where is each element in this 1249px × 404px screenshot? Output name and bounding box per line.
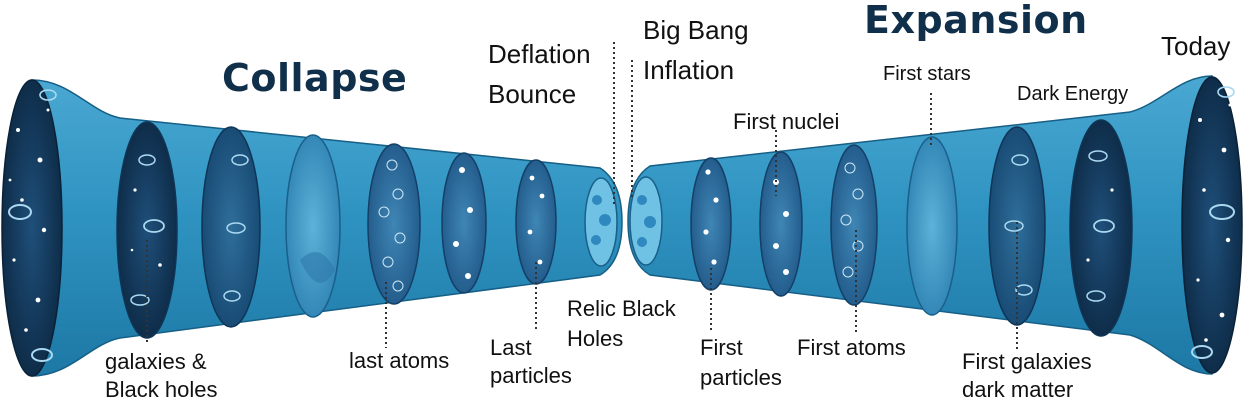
last-particles-label-line2: particles — [490, 363, 572, 388]
expansion-slice-dark-energy — [1069, 119, 1133, 337]
deflation-label: Deflation — [488, 39, 591, 69]
last-atoms-label: last atoms — [349, 348, 450, 373]
expansion-slice-first-particles — [690, 157, 732, 291]
collapse-heading: Collapse — [222, 56, 408, 100]
collapse-mouth — [1, 79, 63, 377]
collapse-slice-relic — [584, 177, 618, 267]
collapse-slice-5 — [441, 152, 487, 294]
first-atoms-label: First atoms — [797, 335, 906, 360]
first-particles-label-line2: particles — [700, 365, 782, 390]
big-bang-label: Big Bang — [643, 15, 749, 45]
inflation-label: Inflation — [643, 55, 735, 85]
dark-energy-label: Dark Energy — [1017, 83, 1129, 105]
expansion-slice-first-stars — [906, 136, 958, 316]
relic-black-holes-label-line1: Relic Black — [567, 296, 676, 321]
expansion-mouth — [1181, 76, 1243, 374]
bounce-label: Bounce — [488, 79, 577, 109]
galaxies-label-line1: galaxies & — [105, 349, 207, 374]
pointer-lines — [146, 42, 1018, 350]
collapse-slice-galaxies — [116, 121, 178, 339]
expansion-slice-first-nuclei — [759, 151, 803, 297]
collapse-slice-2 — [201, 126, 261, 328]
collapse-slice-3 — [285, 134, 341, 318]
first-galaxies-label-line2: dark matter — [962, 377, 1074, 402]
galaxies-label-line2: Black holes — [105, 377, 218, 402]
first-stars-label: First stars — [883, 63, 971, 85]
expansion-heading: Expansion — [864, 0, 1088, 42]
collapse-slice-last-atoms — [367, 143, 421, 305]
expansion-slice-bang — [629, 176, 663, 266]
first-galaxies-label-line1: First galaxies — [962, 349, 1092, 374]
first-nuclei-label: First nuclei — [733, 109, 840, 134]
last-particles-label-line1: Last — [490, 335, 532, 360]
expansion-slice-first-atoms — [830, 144, 878, 306]
collapse-slice-last-particles — [515, 159, 557, 285]
first-particles-label-line1: First — [700, 335, 743, 360]
today-label: Today — [1161, 31, 1231, 61]
expansion-slice-first-galaxies — [988, 126, 1046, 326]
relic-black-holes-label-line2: Holes — [567, 326, 624, 351]
